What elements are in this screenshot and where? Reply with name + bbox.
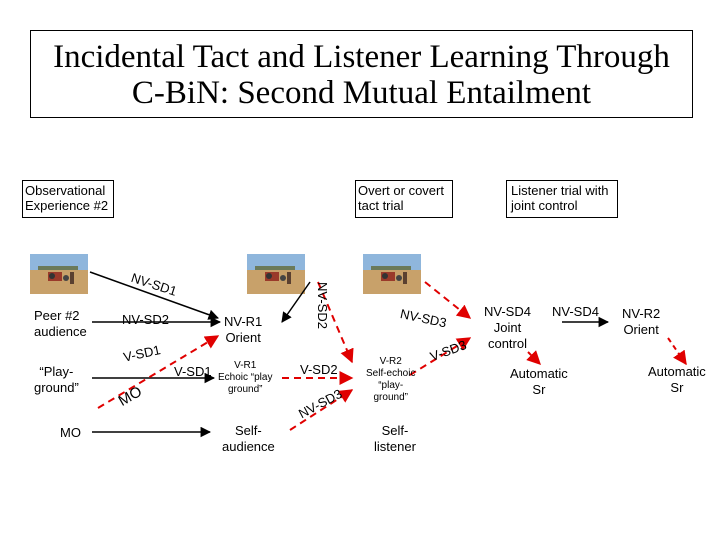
listener-trial-box: Listener trial with joint control xyxy=(506,180,618,218)
automatic-1-line-2: Sr xyxy=(532,382,546,397)
observational-line-1: Observational xyxy=(25,183,106,198)
playground-line-2: ground” xyxy=(34,380,79,395)
automatic-sr-node-1: Automatic Sr xyxy=(510,366,568,398)
title-line-2: C-BiN: Second Mutual Entailment xyxy=(131,75,592,111)
automatic-1-line-1: Automatic xyxy=(510,366,568,381)
nv-sd2-label: NV-SD2 xyxy=(122,312,169,327)
mo-label: MO xyxy=(60,425,81,440)
observational-experience-box: Observational Experience #2 xyxy=(22,180,114,218)
arrow-photo1-to-orient xyxy=(89,271,219,320)
v-r2-line-1: V-R2 xyxy=(379,356,402,367)
dashed-arrow-photo3-to-joint xyxy=(424,281,472,319)
v-r2-line-3: “play- xyxy=(378,380,404,391)
automatic-2-line-2: Sr xyxy=(670,380,684,395)
playground-photo-1 xyxy=(30,254,88,294)
title-line-1: Incidental Tact and Listener Learning Th… xyxy=(53,39,670,75)
v-r2-line-2: Self-echoic xyxy=(366,368,416,379)
nv-r2-line-1: NV-R2 xyxy=(622,306,661,321)
self-audience-line-2: audience xyxy=(222,439,275,454)
tact-trial-line-2: tact trial xyxy=(358,198,404,213)
listener-trial-line-1: Listener trial with xyxy=(511,183,609,198)
playground-photo-2 xyxy=(247,254,305,294)
nv-sd4-top-label: NV-SD4 xyxy=(552,304,599,319)
nv-sd2-vertical-label: NV-SD2 xyxy=(315,282,330,329)
peer-line-2: audience xyxy=(34,324,87,339)
joint-control-line-2: Joint xyxy=(493,320,522,335)
observational-line-2: Experience #2 xyxy=(25,198,109,213)
peer-audience-label: Peer #2 audience xyxy=(34,308,87,340)
nv-r2-orient-node: NV-R2 Orient xyxy=(622,306,660,338)
joint-control-line-3: control xyxy=(487,336,527,351)
v-sd1-label: V-SD1 xyxy=(174,364,212,379)
automatic-2-line-1: Automatic xyxy=(648,364,706,379)
v-r1-line-3: ground” xyxy=(228,384,263,395)
joint-control-line-1: NV-SD4 xyxy=(484,304,531,319)
self-listener-node: Self- listener xyxy=(374,423,416,455)
tact-trial-line-1: Overt or covert xyxy=(358,183,444,198)
v-r2-line-4: ground” xyxy=(373,392,408,403)
self-listener-line-1: Self- xyxy=(381,423,409,438)
v-r2-self-echoic-node: V-R2 Self-echoic “play- ground” xyxy=(366,356,415,404)
nv-r1-orient-node: NV-R1 Orient xyxy=(224,314,262,346)
v-r1-line-2: Echoic “play xyxy=(218,372,273,383)
dashed-arrow-nvr2-to-automatic xyxy=(667,337,687,366)
nv-r2-line-2: Orient xyxy=(623,322,659,337)
playground-line-1: “Play- xyxy=(39,364,74,379)
arrow-photo2-to-orient-b xyxy=(281,281,311,323)
dashed-arrow-photo2-to-selfechoic xyxy=(317,281,354,364)
playground-photo-3 xyxy=(363,254,421,294)
self-audience-node: Self- audience xyxy=(222,423,275,455)
title-box: Incidental Tact and Listener Learning Th… xyxy=(30,30,693,118)
self-audience-line-1: Self- xyxy=(235,423,262,438)
automatic-sr-node-2: Automatic Sr xyxy=(648,364,706,396)
nv-r1-line-1: NV-R1 xyxy=(224,314,263,329)
joint-control-node: NV-SD4 Joint control xyxy=(484,304,531,352)
v-r1-echoic-node: V-R1 Echoic “play ground” xyxy=(218,360,272,396)
peer-line-1: Peer #2 xyxy=(34,308,80,323)
v-r1-line-1: V-R1 xyxy=(234,360,257,371)
listener-trial-line-2: joint control xyxy=(511,198,578,213)
self-listener-line-2: listener xyxy=(374,439,416,454)
nv-r1-line-2: Orient xyxy=(225,330,261,345)
dashed-arrow-joint-to-automatic xyxy=(526,350,541,365)
v-sd2-label: V-SD2 xyxy=(300,362,338,377)
dashed-arrow-self-to-nvsd3 xyxy=(289,389,354,431)
playground-label: “Play- ground” xyxy=(34,364,79,396)
tact-trial-box: Overt or covert tact trial xyxy=(355,180,453,218)
